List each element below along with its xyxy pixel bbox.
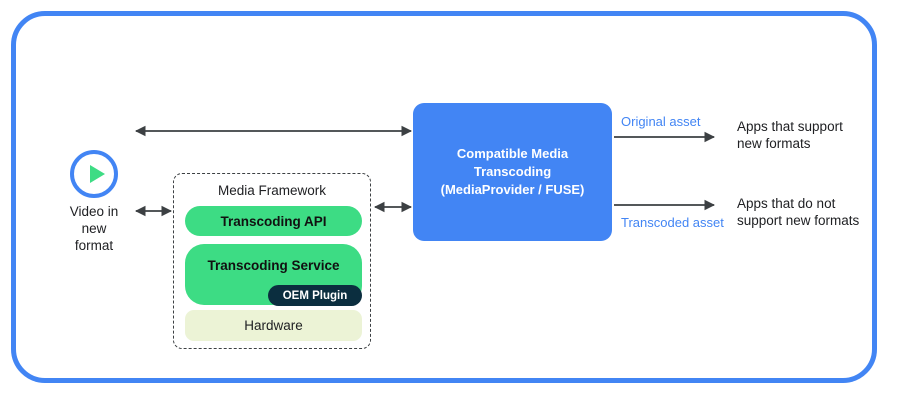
play-circle-icon [70, 150, 118, 198]
video-source-caption: Video in new format [69, 204, 119, 253]
original-asset-label: Original asset [621, 114, 701, 129]
oem-plugin-badge: OEM Plugin [268, 285, 362, 306]
hardware-block: Hardware [185, 310, 362, 341]
transcoding-api-block: Transcoding API [185, 206, 362, 236]
media-framework-title: Media Framework [217, 183, 327, 198]
media-framework-group [173, 173, 371, 349]
transcoded-asset-label: Transcoded asset [621, 215, 724, 230]
play-triangle-icon [90, 165, 105, 183]
compatible-media-transcoding-label: Compatible Media Transcoding (MediaProvi… [440, 146, 585, 197]
apps-not-supporting-new-formats-label: Apps that do not support new formats [737, 196, 860, 228]
apps-supporting-new-formats-label: Apps that support new formats [737, 119, 843, 151]
compatible-media-transcoding-box: Compatible Media Transcoding (MediaProvi… [413, 103, 612, 241]
